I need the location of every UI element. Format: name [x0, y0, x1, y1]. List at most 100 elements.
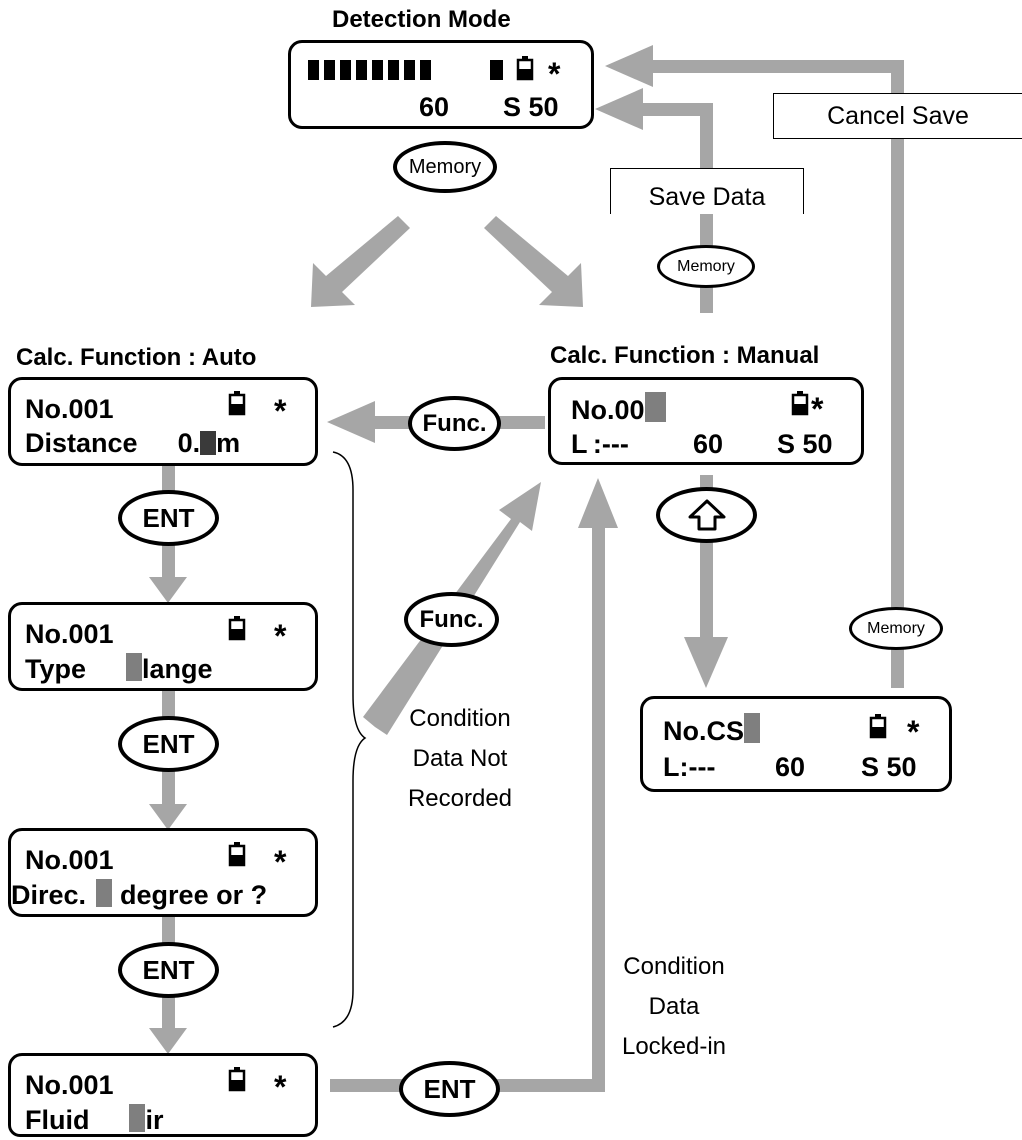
line-cancel-vertical — [891, 60, 904, 688]
memory-key-label: Memory — [408, 155, 482, 178]
star-indicator: * — [548, 56, 561, 92]
star-indicator: * — [907, 714, 920, 750]
cursor-block — [744, 713, 760, 743]
distance-line: Distance 0. m — [25, 428, 240, 458]
star-indicator: * — [811, 391, 824, 427]
memory-key-save[interactable]: Memory — [657, 245, 755, 288]
detection-speed: S 50 — [503, 92, 559, 122]
direction-line: Direc. degree or ? — [11, 879, 267, 910]
star-indicator: * — [274, 618, 287, 654]
memory-key-cancel-label: Memory — [867, 619, 925, 637]
cursor-block — [126, 653, 143, 681]
ent-key-4[interactable]: ENT — [399, 1061, 500, 1117]
note-line: Condition — [409, 705, 511, 732]
cursor-block — [644, 392, 666, 422]
detection-mode-screen: * 60 S 50 — [288, 40, 594, 129]
curly-brace — [332, 451, 367, 1028]
distance-unit: m — [216, 428, 241, 458]
condition-not-recorded-note: Condition Data Not Recorded — [370, 699, 550, 819]
distance-label: Distance — [25, 428, 138, 458]
cursor-block — [129, 1104, 146, 1132]
arrowhead-auto-2 — [149, 577, 187, 603]
cs-number: No.CS — [663, 716, 744, 746]
battery-icon — [228, 1067, 246, 1092]
func-key-label: Func. — [419, 605, 484, 633]
battery-icon — [869, 714, 887, 739]
star-indicator: * — [274, 844, 287, 880]
type-line: Type lange — [25, 653, 213, 684]
memory-key-cancel[interactable]: Memory — [849, 607, 943, 650]
battery-icon — [228, 616, 246, 641]
star-indicator: * — [274, 393, 287, 429]
func-key-bottom[interactable]: Func. — [404, 592, 499, 647]
arrowhead-locked-in — [578, 478, 618, 528]
direction-value: degree or ? — [120, 880, 268, 910]
cs-number-line: No.CS — [663, 713, 760, 746]
ent-key-label: ENT — [142, 954, 195, 985]
screen-number: No.001 — [25, 1070, 114, 1100]
direction-label: Direc. — [11, 880, 87, 910]
cs-value: 60 — [775, 752, 806, 782]
cancel-save-label: Cancel Save — [773, 93, 1022, 139]
manual-speed: S 50 — [777, 429, 833, 459]
manual-length: L :--- — [571, 429, 629, 459]
ent-key-3[interactable]: ENT — [118, 942, 219, 998]
arrowhead-to-cs — [684, 637, 728, 688]
fluid-value: ir — [145, 1105, 164, 1135]
condition-locked-in-note: Condition Data Locked-in — [584, 947, 764, 1067]
note-line: Recorded — [407, 785, 513, 812]
line-locked-in-vertical — [592, 526, 605, 1092]
line-cancel-horizontal — [653, 60, 904, 73]
battery-icon — [516, 56, 534, 81]
note-line: Data Not — [412, 745, 508, 772]
arrowhead-auto-3 — [149, 804, 187, 830]
ent-key-label: ENT — [142, 728, 195, 759]
auto-screen-direction: No.001 * Direc. degree or ? — [8, 828, 318, 917]
line-save-data-horizontal — [643, 103, 713, 116]
up-arrow-key[interactable] — [656, 487, 757, 543]
manual-screen: No.00 * L :--- 60 S 50 — [548, 377, 864, 465]
cs-speed: S 50 — [861, 752, 917, 782]
calc-auto-title: Calc. Function : Auto — [16, 344, 257, 371]
manual-number: No.00 — [571, 395, 645, 425]
up-arrow-key-icon — [688, 499, 725, 531]
star-indicator: * — [274, 1069, 287, 1105]
cursor-block — [200, 431, 217, 455]
cs-screen: No.CS * L:--- 60 S 50 — [640, 696, 952, 792]
manual-number-line: No.00 — [571, 392, 666, 425]
arrow-detection-to-auto — [311, 216, 410, 307]
type-value: lange — [142, 654, 213, 684]
fluid-line: Fluid ir — [25, 1104, 164, 1135]
screen-number: No.001 — [25, 619, 114, 649]
memory-key-detection[interactable]: Memory — [393, 141, 497, 193]
screen-number: No.001 — [25, 394, 114, 424]
battery-icon — [228, 391, 246, 416]
battery-icon — [791, 391, 809, 416]
type-label: Type — [25, 654, 87, 684]
note-line: Locked-in — [621, 1033, 727, 1060]
arrowhead-cancel-save — [605, 45, 653, 87]
detection-mode-title: Detection Mode — [332, 6, 511, 33]
screen-number: No.001 — [25, 845, 114, 875]
detection-value: 60 — [419, 92, 450, 122]
calc-manual-title: Calc. Function : Manual — [550, 342, 820, 369]
manual-value: 60 — [693, 429, 724, 459]
note-line: Data — [648, 993, 700, 1020]
ent-key-2[interactable]: ENT — [118, 716, 219, 772]
ent-key-label: ENT — [423, 1073, 476, 1104]
auto-screen-type: No.001 * Type lange — [8, 602, 318, 691]
save-data-label: Save Data — [610, 168, 804, 214]
fluid-label: Fluid — [25, 1105, 90, 1135]
memory-key-save-label: Memory — [677, 257, 735, 275]
auto-screen-fluid: No.001 * Fluid ir — [8, 1053, 318, 1137]
note-line: Condition — [623, 953, 725, 980]
arrowhead-func-left — [327, 401, 375, 443]
distance-value: 0. — [177, 428, 201, 458]
arrowhead-save-data — [595, 88, 643, 130]
arrowhead-auto-4 — [149, 1028, 187, 1054]
cursor-block — [96, 879, 113, 907]
ent-key-label: ENT — [142, 502, 195, 533]
ent-key-1[interactable]: ENT — [118, 490, 219, 546]
func-key-top[interactable]: Func. — [408, 396, 501, 451]
auto-screen-distance: No.001 * Distance 0. m — [8, 377, 318, 466]
